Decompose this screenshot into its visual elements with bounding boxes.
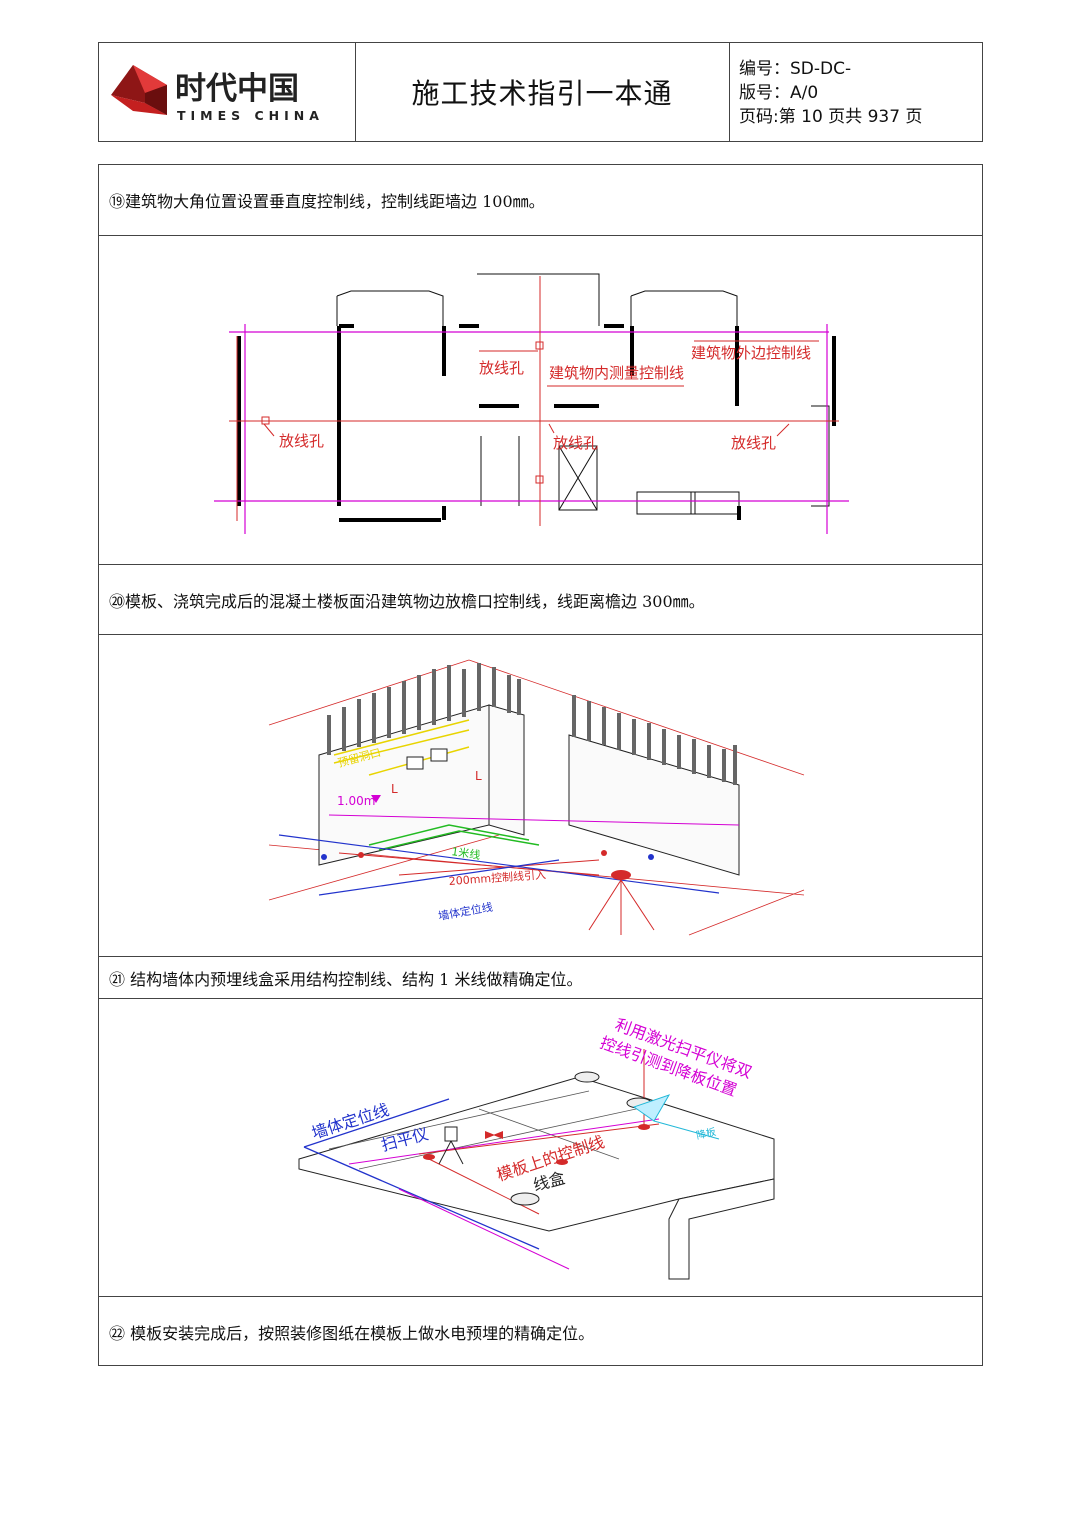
rebar-group-right — [572, 695, 737, 785]
svg-text:TIMES CHINA: TIMES CHINA — [177, 108, 324, 123]
document-title: 施工技术指引一本通 — [411, 77, 673, 110]
times-china-logo: 时代中国 TIMES CHINA — [109, 63, 345, 125]
laser-level-icon — [438, 1126, 464, 1165]
tripod-laser-icon — [588, 870, 655, 935]
page-label: 页码:第 10 页共 937 页 — [739, 107, 923, 127]
logo-mark-icon — [111, 65, 167, 115]
caption-21: ㉑ 结构墙体内预埋线盒采用结构控制线、结构 1 米线做精确定位。 — [99, 957, 982, 999]
rebar-group-left — [327, 663, 521, 755]
label-l1: L — [391, 782, 398, 796]
label-hole-top: 放线孔 — [479, 359, 524, 377]
label-l2: L — [475, 769, 482, 783]
caption-20: ⑳模板、浇筑完成后的混凝土楼板面沿建筑物边放檐口控制线，线距离檐边 300㎜。 — [99, 565, 982, 635]
svg-text:时代中国: 时代中国 — [175, 71, 299, 107]
caption-22: ㉒ 模板安装完成后，按照装修图纸在模板上做水电预埋的精确定位。 — [109, 1324, 595, 1343]
version-label: 版号：A/0 — [739, 83, 819, 103]
label-hole-right: 放线孔 — [731, 434, 776, 452]
label-small: 降板 — [695, 1125, 717, 1142]
caption-19: ⑲建筑物大角位置设置垂直度控制线，控制线距墙边 100㎜。 — [99, 165, 982, 236]
figure-isometric-slab: 墙体定位线 — [99, 999, 982, 1297]
figure-floor-plan: 放线孔 建筑物内测量控制线 建筑物外边控制线 放线孔 放线孔 放线孔 — [99, 236, 982, 565]
code-label: 编号：SD-DC- — [739, 59, 852, 79]
document-header: 时代中国 TIMES CHINA 施工技术指引一本通 编号：SD-DC- 版号：… — [98, 42, 983, 142]
label-hole-left: 放线孔 — [279, 432, 324, 450]
label-edge-line: 建筑物外边控制线 — [691, 344, 811, 362]
figure-isometric-walls: 预留洞口 1.00m L L 1米线 200mm控制线引入 — [99, 635, 982, 957]
document-meta: 编号：SD-DC- 版号：A/0 页码:第 10 页共 937 页 — [739, 57, 922, 129]
label-1m: 1.00m — [337, 794, 375, 808]
label-green: 1米线 — [451, 844, 482, 862]
label-inner-line: 建筑物内测量控制线 — [549, 364, 684, 382]
content-table: ⑲建筑物大角位置设置垂直度控制线，控制线距墙边 100㎜。 — [98, 164, 983, 1366]
label-blue: 墙体定位线 — [437, 900, 494, 923]
label-hole-mid: 放线孔 — [553, 434, 598, 452]
junction-box-icon — [510, 1071, 652, 1206]
